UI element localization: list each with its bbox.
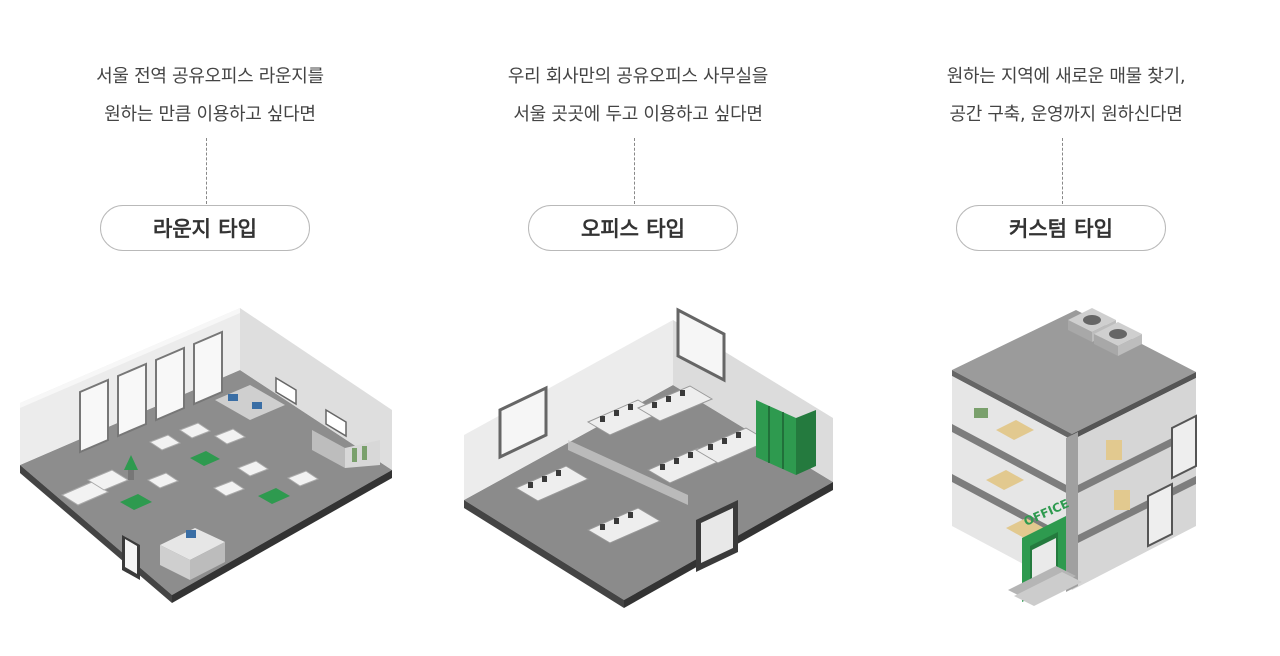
office-type-description: 우리 회사만의 공유오피스 사무실을 서울 곳곳에 두고 이용하고 싶다면 [428,58,848,134]
lounge-type-description: 서울 전역 공유오피스 라운지를 원하는 만큼 이용하고 싶다면 [0,58,420,134]
custom-building-illustration: OFFICE [856,290,1276,620]
lounge-illustration [0,290,420,620]
description-line: 서울 전역 공유오피스 라운지를 [96,66,324,87]
office-type-column: 우리 회사만의 공유오피스 사무실을 서울 곳곳에 두고 이용하고 싶다면 오피… [428,0,848,656]
description-line: 원하는 만큼 이용하고 싶다면 [104,104,316,125]
office-illustration [428,290,848,620]
description-line: 서울 곳곳에 두고 이용하고 싶다면 [513,104,763,125]
description-line: 공간 구축, 운영까지 원하신다면 [949,104,1183,125]
description-line: 원하는 지역에 새로운 매물 찾기, [946,66,1186,87]
custom-type-description: 원하는 지역에 새로운 매물 찾기, 공간 구축, 운영까지 원하신다면 [856,58,1276,134]
dashed-connector [1062,138,1063,204]
custom-type-column: 원하는 지역에 새로운 매물 찾기, 공간 구축, 운영까지 원하신다면 커스텀… [856,0,1276,656]
dashed-connector [634,138,635,204]
lounge-type-column: 서울 전역 공유오피스 라운지를 원하는 만큼 이용하고 싶다면 라운지 타입 [0,0,420,656]
lounge-type-button[interactable]: 라운지 타입 [100,205,310,251]
custom-type-button[interactable]: 커스텀 타입 [956,205,1166,251]
office-type-button[interactable]: 오피스 타입 [528,205,738,251]
dashed-connector [206,138,207,204]
description-line: 우리 회사만의 공유오피스 사무실을 [507,66,769,87]
